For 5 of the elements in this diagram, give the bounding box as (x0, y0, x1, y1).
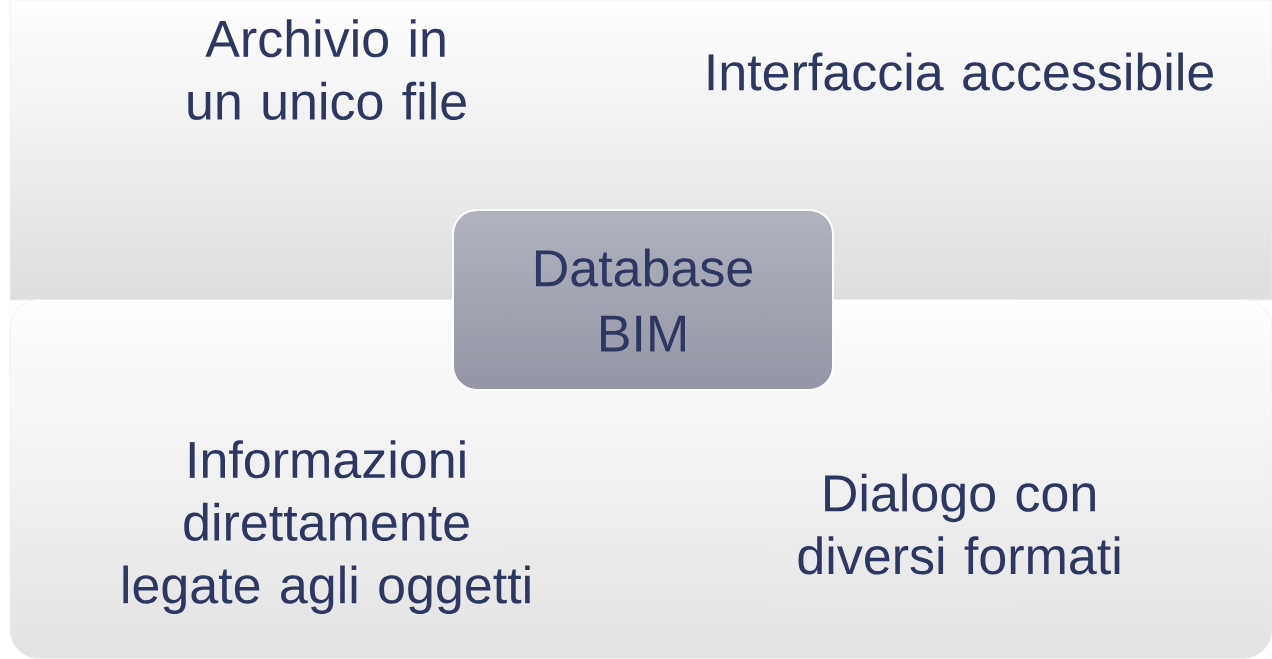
feature-text: Archivio in un unico file (188, 19, 466, 120)
feature-text: Interfaccia accessibile (708, 52, 1213, 91)
feature-text: Informazioni direttamente legate agli oggetti (123, 440, 530, 614)
rounded-box: Database BIM (452, 209, 834, 391)
feature-text: Dialogo con diversi formati (798, 473, 1120, 575)
